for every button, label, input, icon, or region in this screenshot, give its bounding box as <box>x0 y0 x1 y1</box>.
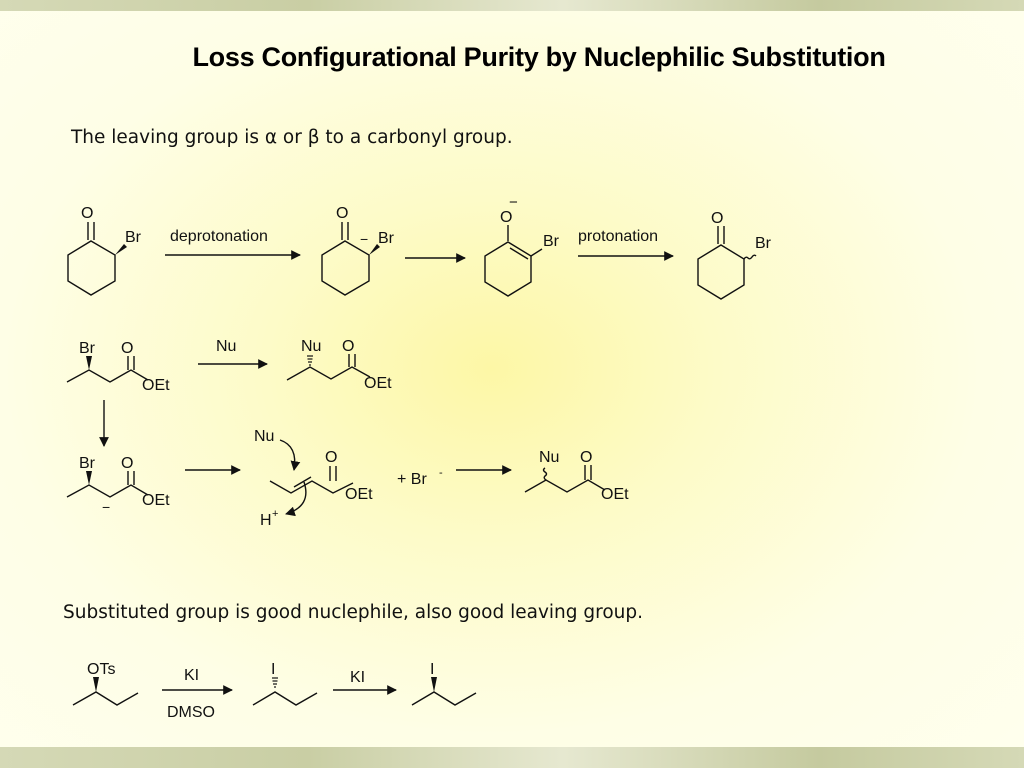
carbanion-oxygen-label: O <box>336 205 348 222</box>
bromoester-oet-label: OEt <box>142 377 170 394</box>
scheme4-tosylate: OTs <box>72 661 139 706</box>
sm-oxygen-label: O <box>81 205 93 222</box>
scheme4-product: I <box>411 661 477 706</box>
scheme3-unsaturated-ester: Nu O OEt H + + Br - <box>254 428 443 529</box>
product-nu-label: Nu <box>301 338 321 355</box>
protonation-label: protonation <box>578 228 658 245</box>
product-oxygen-label: O <box>711 210 723 227</box>
scheme4-iodide: I <box>252 661 318 706</box>
anion-oet-label: OEt <box>142 492 170 509</box>
tosylate-label: OTs <box>87 661 115 678</box>
sm-bromo-label: Br <box>125 229 142 246</box>
anion-oxygen-label: O <box>121 455 133 472</box>
product-bromo-label: Br <box>755 235 772 252</box>
scheme1-carbanion: O − Br <box>321 205 395 296</box>
scheme1-arrow1: deprotonation <box>165 228 301 260</box>
product-oet-label: OEt <box>364 375 392 392</box>
proton-label: H <box>260 512 272 529</box>
scheme3-racemic-product: Nu O OEt <box>524 449 629 503</box>
enolate-bromo-label: Br <box>543 233 560 250</box>
svg-text:+: + <box>272 508 278 520</box>
carbanion-charge: − <box>360 231 368 247</box>
incoming-nu-label: Nu <box>254 428 274 445</box>
deprotonation-label: deprotonation <box>170 228 268 245</box>
carbanion-bromo-label: Br <box>378 230 395 247</box>
scheme4-arrow2: KI <box>333 669 397 695</box>
scheme1-bromoketone: O Br <box>67 205 142 296</box>
top-band <box>0 0 1024 11</box>
bromoester-oxygen-label: O <box>121 340 133 357</box>
scheme1-racemic-product: O Br <box>697 210 772 300</box>
anion-charge: − <box>102 499 110 515</box>
product-oxygen-label2: O <box>342 338 354 355</box>
scheme2-bromoester: Br O OEt <box>66 340 170 394</box>
bromide-byproduct-label: + Br <box>397 471 427 488</box>
scheme1-arrow3: protonation <box>578 228 674 261</box>
scheme3-ester-anion: Br O OEt − <box>66 455 170 515</box>
racemic-nu-label: Nu <box>539 449 559 466</box>
scheme1-enolate: O − Br <box>484 194 560 297</box>
note-text: Substituted group is good nuclephile, al… <box>63 602 644 623</box>
bromoester-bromo-label: Br <box>79 340 96 357</box>
scheme2-product: Nu O OEt <box>286 338 392 392</box>
bromide-charge: - <box>439 467 443 479</box>
ki-reagent-label1: KI <box>184 667 199 684</box>
ki-reagent-label2: KI <box>350 669 365 686</box>
enolate-oxygen-label: O <box>500 209 512 226</box>
dmso-solvent-label: DMSO <box>167 704 215 721</box>
scheme4-arrow1: KI DMSO <box>162 667 233 721</box>
alkene-oet-label: OEt <box>345 486 373 503</box>
inverted-iodo-label: I <box>271 661 275 678</box>
scheme2-arrow: Nu <box>198 338 268 369</box>
intro-text: The leaving group is α or β to a carbony… <box>71 127 513 148</box>
nucleophile-reagent-label: Nu <box>216 338 236 355</box>
final-iodo-label: I <box>430 661 434 678</box>
alkene-oxygen-label: O <box>325 449 337 466</box>
slide-title: Loss Configurational Purity by Nuclephil… <box>192 42 886 72</box>
anion-bromo-label: Br <box>79 455 96 472</box>
bottom-band <box>0 747 1024 768</box>
racemic-oet-label: OEt <box>601 486 629 503</box>
racemic-oxygen-label: O <box>580 449 592 466</box>
enolate-charge: − <box>509 194 518 211</box>
